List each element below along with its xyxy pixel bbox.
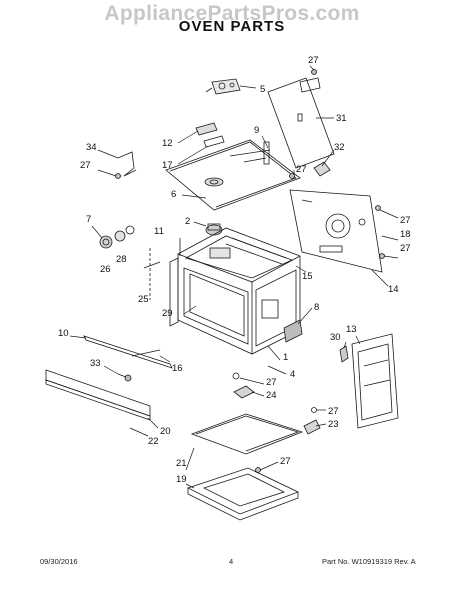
callout-32: 32	[334, 142, 345, 153]
callout-27-bottom: 27	[280, 456, 291, 467]
callout-34: 34	[86, 142, 97, 153]
part-11-drawing	[143, 248, 161, 300]
callout-30: 30	[330, 332, 341, 343]
part-13-drawing	[351, 333, 399, 429]
part-32-drawing	[313, 161, 331, 177]
callout-2: 2	[185, 216, 190, 227]
callout-7: 7	[86, 214, 91, 225]
oven-cavity-drawing	[169, 227, 301, 355]
footer-page-number: 4	[229, 557, 234, 566]
callout-18: 18	[400, 229, 411, 240]
callout-29: 29	[162, 308, 173, 319]
callout-13: 13	[346, 324, 357, 335]
callout-leader-lines	[69, 65, 399, 489]
part-12-drawing	[195, 122, 225, 148]
part-7-knobs-drawing	[99, 225, 135, 249]
callout-20: 20	[160, 426, 171, 437]
part-33-screw-drawing	[117, 373, 132, 382]
callout-27-right-b: 27	[400, 243, 411, 254]
callout-17: 17	[162, 160, 173, 171]
callout-27-top: 27	[308, 55, 319, 66]
screws-27-drawing	[115, 69, 385, 473]
callout-5: 5	[260, 84, 265, 95]
part-31-drawing	[267, 77, 335, 169]
callout-19: 19	[176, 474, 187, 485]
part-20-drawing	[45, 369, 151, 421]
callout-27-right-a: 27	[400, 215, 411, 226]
page-title: OVEN PARTS	[178, 18, 286, 35]
part-30-drawing	[339, 345, 349, 363]
part-14-drawing	[289, 189, 383, 273]
callout-27-left: 27	[80, 160, 91, 171]
callout-12: 12	[162, 138, 173, 149]
footer-part-number: Part No. W10919319 Rev. A	[322, 557, 416, 566]
callout-24: 24	[266, 390, 277, 401]
callout-31: 31	[336, 113, 347, 124]
callout-1: 1	[283, 352, 288, 363]
callout-15: 15	[302, 271, 313, 282]
callout-21: 21	[176, 458, 187, 469]
part-2-drawing	[205, 223, 223, 236]
callout-26: 26	[100, 264, 111, 275]
callout-27-mid: 27	[266, 377, 277, 388]
callout-8: 8	[314, 302, 319, 313]
part-21-drawing	[190, 413, 304, 455]
part-16-rail-drawing	[83, 335, 173, 369]
callout-9: 9	[254, 125, 259, 136]
footer-date: 09/30/2016	[40, 557, 78, 566]
part-24-drawing	[232, 372, 255, 399]
part-8-drawing	[283, 319, 303, 343]
callout-25: 25	[138, 294, 149, 305]
part-23-drawing	[303, 407, 321, 435]
callout-27-lower-right: 27	[328, 406, 339, 417]
part-34-drawing	[117, 151, 137, 177]
part-19-drawing	[186, 467, 300, 521]
callout-4: 4	[290, 369, 295, 380]
part-5-drawing	[205, 78, 241, 95]
callout-23: 23	[328, 419, 339, 430]
callout-labels: 5 27 31 32 9 12 17 27 6 34 27 27 18 27 1…	[58, 55, 411, 485]
callout-10: 10	[58, 328, 69, 339]
part-6-drawing	[165, 139, 301, 211]
callout-11: 11	[154, 226, 164, 237]
callout-22: 22	[148, 436, 159, 447]
callout-27-cover: 27	[296, 164, 307, 175]
callout-14: 14	[388, 284, 399, 295]
watermark-text: AppliancePartsPros.com	[104, 2, 360, 25]
callout-6: 6	[171, 189, 176, 200]
callout-16: 16	[172, 363, 183, 374]
callout-28: 28	[116, 254, 127, 265]
callout-33: 33	[90, 358, 101, 369]
